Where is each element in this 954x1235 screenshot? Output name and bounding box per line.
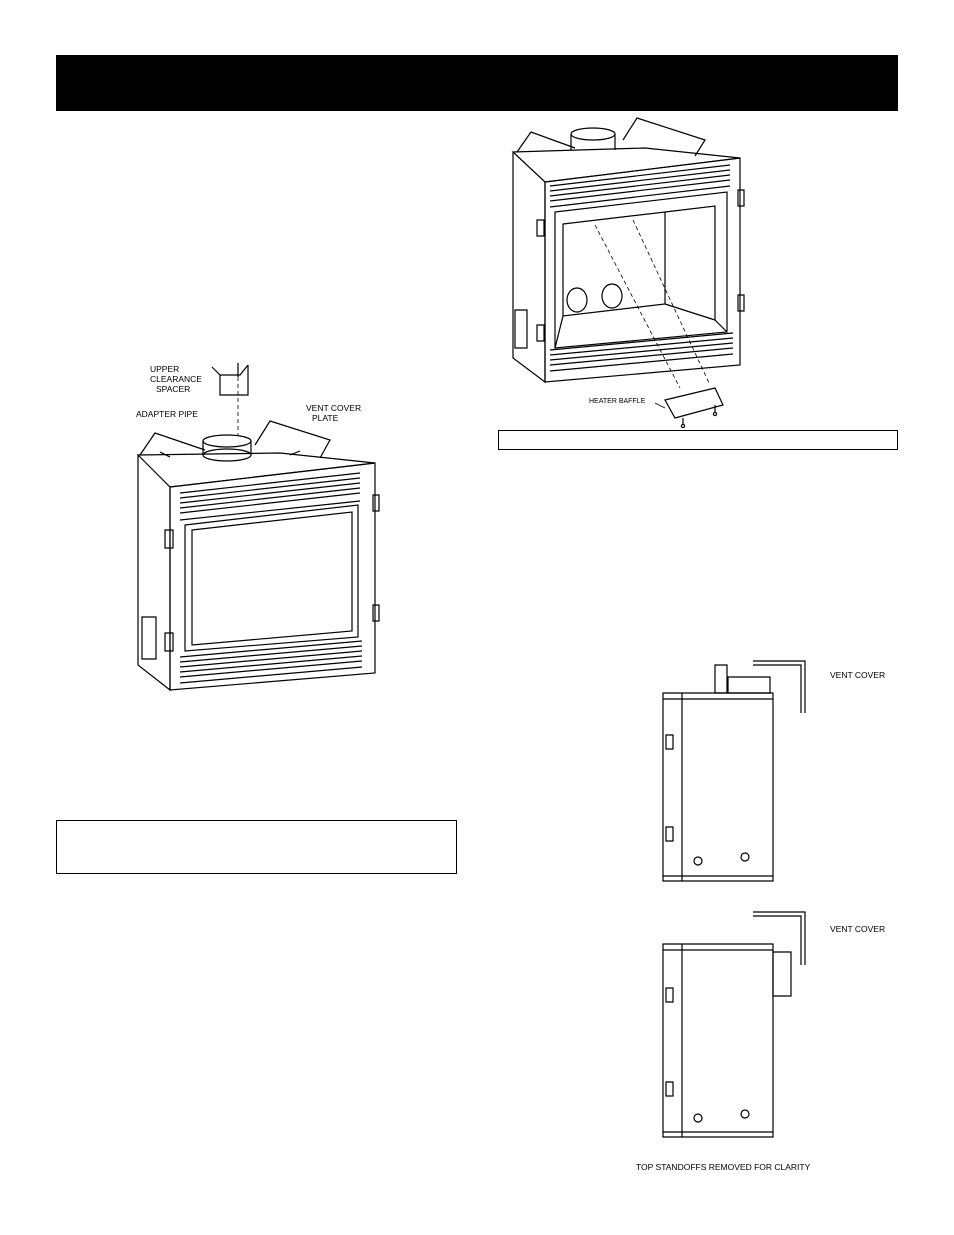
side-view-with-vent-cover-2 — [660, 910, 810, 1140]
caption-box-right — [498, 430, 898, 450]
top-standoffs-caption: TOP STANDOFFS REMOVED FOR CLARITY — [636, 1162, 811, 1172]
adapter-pipe-label: ADAPTER PIPE — [136, 409, 198, 419]
upper-clearance-spacer-label: UPPER CLEARANCE SPACER — [150, 364, 202, 394]
fireplace-front-illustration — [130, 355, 380, 700]
vent-cover-label-1: VENT COVER — [830, 670, 886, 680]
fireplace-open-illustration — [505, 120, 750, 430]
note-box-left — [56, 820, 457, 874]
section-header-bar — [56, 55, 898, 111]
vent-cover-label-2: VENT COVER — [830, 924, 886, 934]
heater-baffle-label: HEATER BAFFLE — [589, 398, 646, 405]
side-view-with-vent-cover-1 — [660, 655, 810, 885]
vent-cover-plate-label: VENT COVER PLATE — [306, 403, 362, 423]
